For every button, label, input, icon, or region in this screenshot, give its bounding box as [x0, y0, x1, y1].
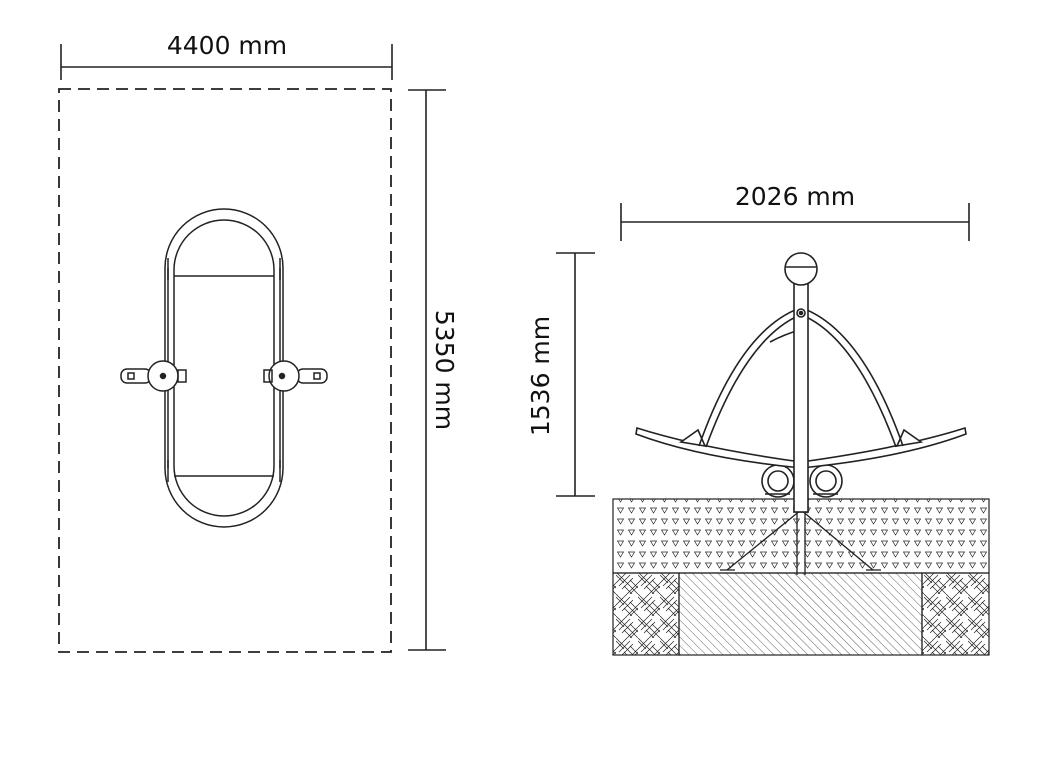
- curved-board: [635, 426, 967, 469]
- seat-right: [263, 360, 328, 392]
- ground-foundation: [612, 498, 990, 656]
- subsoil-left: [612, 572, 680, 656]
- plan-width-dimension: [60, 44, 393, 80]
- seat-left: [120, 360, 187, 392]
- plan-width-label: 4400 mm: [167, 31, 287, 60]
- side-width-label: 2026 mm: [735, 182, 855, 211]
- side-width-dimension: [620, 203, 970, 241]
- seesaw-plan: [164, 208, 284, 528]
- side-view: 2026 mm 1536 mm: [526, 182, 990, 656]
- plan-height-dimension: [408, 89, 446, 651]
- spring-rockers: [761, 464, 843, 498]
- plan-view: 4400 mm 5350 mm: [58, 31, 459, 653]
- plan-height-label: 5350 mm: [430, 310, 459, 430]
- subsoil-right: [921, 572, 990, 656]
- ball-cap: [784, 252, 818, 286]
- central-post: [793, 281, 809, 513]
- side-height-dimension: [556, 252, 595, 497]
- arc-frame: [698, 307, 904, 448]
- concrete-footing: [678, 572, 923, 656]
- safety-area-outline: [58, 88, 392, 653]
- side-height-label: 1536 mm: [526, 316, 555, 436]
